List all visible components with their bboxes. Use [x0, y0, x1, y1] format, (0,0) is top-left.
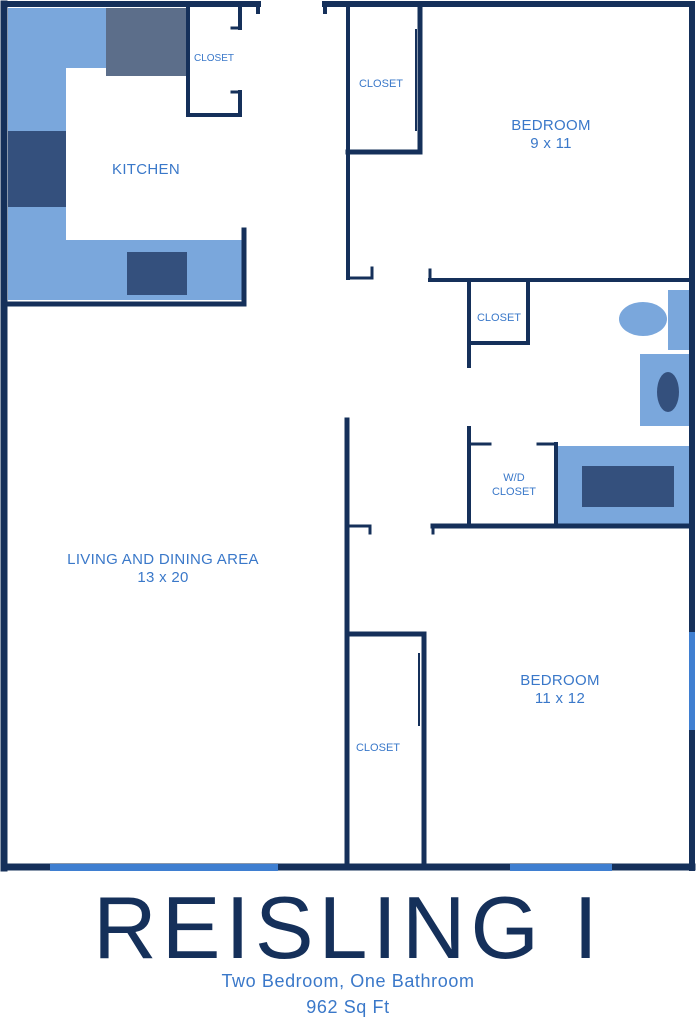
- window-bedroom2-bottom: [510, 864, 612, 871]
- living-size: 13 x 20: [137, 569, 188, 586]
- sink-icon: [657, 372, 679, 412]
- wd-closet-label-1: W/D: [503, 472, 524, 484]
- window-living: [50, 864, 278, 871]
- plan-title: REISLING I: [93, 878, 603, 977]
- bathtub-basin: [582, 466, 674, 507]
- bedroom2-name: BEDROOM: [520, 672, 600, 689]
- bedroom1-name: BEDROOM: [511, 117, 591, 134]
- counter-bottom: [8, 240, 244, 300]
- kitchen-label: KITCHEN: [112, 161, 180, 178]
- stove-icon: [127, 252, 187, 295]
- bedroom2-size: 11 x 12: [535, 690, 585, 707]
- hall-closet-label: CLOSET: [477, 312, 521, 324]
- refrigerator-icon: [106, 8, 186, 76]
- floor-plan: KITCHEN CLOSET CLOSET BEDROOM 9 x 11 CLO…: [0, 0, 696, 872]
- bedroom1-closet-label: CLOSET: [359, 78, 403, 90]
- kitchen-closet-label: CLOSET: [194, 53, 234, 64]
- windows: [50, 632, 695, 871]
- wd-closet-label-2: CLOSET: [492, 486, 536, 498]
- plan-area: 962 Sq Ft: [306, 997, 390, 1017]
- bedroom1-size: 9 x 11: [530, 135, 572, 152]
- window-bedroom2-right: [689, 632, 695, 730]
- kitchen-sink-icon: [8, 131, 66, 207]
- toilet-icon: [619, 302, 667, 336]
- bedroom2-closet-label: CLOSET: [356, 742, 400, 754]
- plan-subtitle: Two Bedroom, One Bathroom: [221, 971, 475, 991]
- living-name: LIVING AND DINING AREA: [67, 551, 259, 568]
- toilet-tank: [668, 290, 692, 350]
- walls: [0, 0, 696, 872]
